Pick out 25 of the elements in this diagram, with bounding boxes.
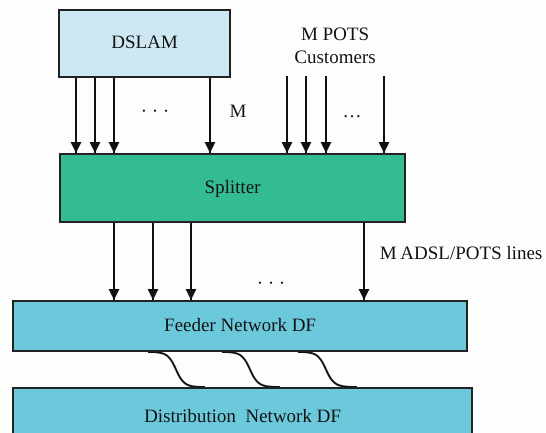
distribution-box: Distribution Network DF [12, 387, 473, 433]
count-label: M [228, 100, 248, 124]
ellipsis-text: … [342, 100, 362, 124]
ellipsis-text: · · · [256, 272, 286, 296]
arrow [358, 223, 370, 300]
arrow [70, 78, 82, 153]
feeder-box: Feeder Network DF [12, 300, 468, 352]
arrow [108, 78, 120, 153]
ellipsis-text: · · · [140, 100, 170, 124]
arrow [204, 78, 216, 153]
arrow [186, 223, 196, 300]
arrow [320, 76, 332, 153]
connector-line [148, 351, 205, 388]
customers-text: M POTS Customers [276, 22, 394, 72]
arrow [90, 78, 100, 153]
arrow [148, 223, 158, 300]
connector-line [222, 351, 280, 388]
splitter-box: Splitter [59, 153, 406, 223]
arrow [282, 76, 292, 153]
arrow [300, 76, 312, 153]
arrow [378, 76, 390, 153]
connector-line [298, 351, 357, 388]
lines-label: M ADSL/POTS lines [378, 242, 544, 266]
arrow [108, 223, 120, 300]
dslam-box: DSLAM [58, 9, 231, 78]
